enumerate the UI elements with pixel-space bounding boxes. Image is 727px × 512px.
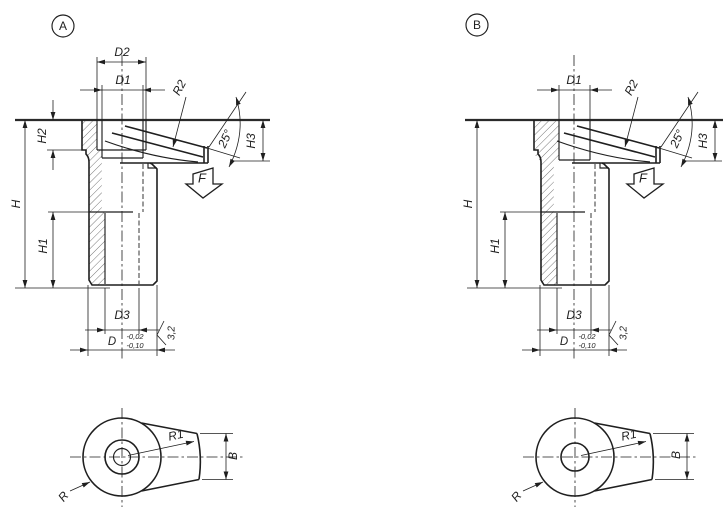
dim-h-label: H xyxy=(461,199,475,208)
dim-r1-label: R1 xyxy=(167,427,185,444)
section-hatching-a xyxy=(82,120,105,285)
dim-d-tol-upper: -0,02 xyxy=(578,332,596,341)
dim-d3-label: D3 xyxy=(566,308,582,322)
variant-b-badge xyxy=(465,13,489,37)
variant-b-view: B xyxy=(461,13,723,507)
dim-d-label: D xyxy=(560,336,568,348)
surface-finish-icon xyxy=(608,320,619,346)
dim-angle-label: 25° xyxy=(667,127,688,150)
dim-r1-label: R1 xyxy=(620,427,638,444)
dimensions-side-b: D1 H H1 H3 D3 D -0,02 -0,10 xyxy=(461,73,722,356)
dim-h3-label: H3 xyxy=(244,133,258,149)
dim-d3-label: D3 xyxy=(114,308,130,322)
dim-r2-label: R2 xyxy=(621,77,641,97)
dim-h1-label: H1 xyxy=(36,238,50,253)
dim-b-label: B xyxy=(669,451,683,459)
dim-d-tol-upper: -0,02 xyxy=(126,332,144,341)
variant-a-view: A xyxy=(9,14,270,507)
section-hatching-b xyxy=(534,121,559,285)
dim-d2-label: D2 xyxy=(114,45,130,59)
dim-d1-label: D1 xyxy=(115,73,130,87)
dim-h3-label: H3 xyxy=(696,133,710,149)
dimensions-side-a: D2 D1 H H2 H1 H3 xyxy=(9,45,270,356)
variant-b-badge-letter: B xyxy=(473,18,481,32)
dim-h-label: H xyxy=(9,199,23,208)
force-label: F xyxy=(639,170,648,185)
bottom-view-a: B R1 R xyxy=(55,408,243,507)
force-arrow-icon xyxy=(625,167,665,199)
dim-r-label: R xyxy=(55,488,72,504)
surface-finish-value: 3,2 xyxy=(619,326,630,340)
dim-r2-label: R2 xyxy=(169,77,189,97)
dim-h1-label: H1 xyxy=(488,238,502,253)
dim-h2-label: H2 xyxy=(35,128,49,144)
surface-finish-value: 3,2 xyxy=(167,326,178,340)
force-arrow-icon xyxy=(184,167,224,199)
side-view-b xyxy=(465,55,723,360)
variant-a-badge-letter: A xyxy=(59,19,67,33)
force-label: F xyxy=(198,170,207,185)
dim-d1-label: D1 xyxy=(566,73,581,87)
dim-b-label: B xyxy=(226,452,240,460)
dim-d-tol-lower: -0,10 xyxy=(126,341,144,350)
surface-finish-icon xyxy=(156,320,167,346)
dim-angle-label: 25° xyxy=(215,127,236,150)
dim-d-label: D xyxy=(108,336,116,348)
dim-d-tol-lower: -0,10 xyxy=(578,341,596,350)
dim-r-label: R xyxy=(508,488,525,504)
bottom-view-b: B R1 R xyxy=(508,408,696,507)
variant-a-badge xyxy=(51,14,75,38)
